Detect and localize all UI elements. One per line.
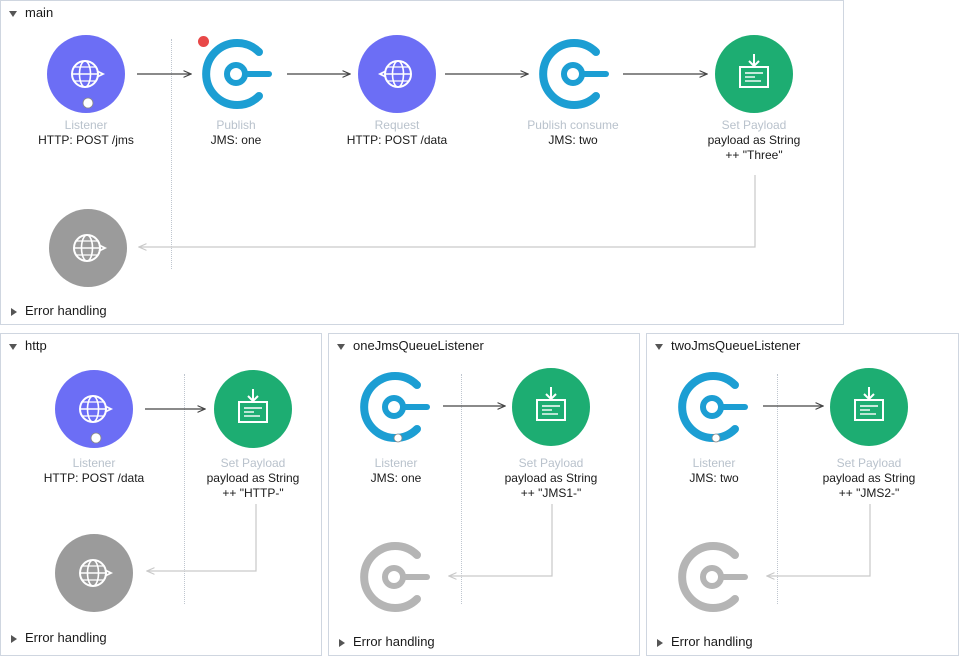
flow-main-header[interactable]: main [9, 5, 53, 20]
jms-icon [678, 542, 748, 612]
scope-divider [777, 374, 778, 604]
jms-icon [360, 372, 430, 443]
jms-icon [539, 39, 609, 109]
jms-icon [202, 39, 272, 109]
expand-icon [339, 638, 345, 647]
flow-title: http [25, 338, 47, 353]
set-payload-node[interactable] [830, 368, 908, 446]
flow-one-header[interactable]: oneJmsQueueListener [337, 338, 484, 353]
jms-publish-consume-node[interactable] [536, 35, 614, 113]
scope-divider [461, 374, 462, 604]
globe-icon [79, 559, 114, 587]
expand-icon [11, 307, 17, 316]
payload-icon [854, 387, 884, 421]
jms-publish-node[interactable] [199, 35, 277, 113]
breakpoint-indicator[interactable] [198, 36, 209, 47]
jms-error-node[interactable] [675, 538, 753, 616]
jms-error-node[interactable] [357, 538, 435, 616]
flow-title: twoJmsQueueListener [671, 338, 801, 353]
collapse-icon [9, 10, 17, 17]
http-listener-node[interactable] [55, 370, 133, 448]
globe-icon [377, 60, 412, 88]
jms-icon [360, 542, 430, 612]
error-handling-label: Error handling [25, 303, 107, 318]
error-handling-toggle[interactable]: Error handling [11, 303, 107, 318]
expand-icon [657, 638, 663, 647]
jms-listener-node[interactable] [675, 368, 753, 446]
http-listener-node[interactable] [47, 35, 125, 113]
globe-icon [73, 234, 108, 262]
scope-divider [171, 39, 172, 269]
payload-icon [739, 54, 769, 88]
http-request-node[interactable] [358, 35, 436, 113]
error-handling-toggle[interactable]: Error handling [339, 634, 435, 649]
jms-icon [678, 372, 748, 443]
set-payload-node[interactable] [715, 35, 793, 113]
collapse-icon [337, 343, 345, 350]
flow-two-header[interactable]: twoJmsQueueListener [655, 338, 800, 353]
expand-icon [11, 634, 17, 643]
collapse-icon [9, 343, 17, 350]
payload-icon [536, 387, 566, 421]
flow-http-header[interactable]: http [9, 338, 47, 353]
globe-icon [71, 60, 106, 109]
collapse-icon [655, 343, 663, 350]
error-handling-toggle[interactable]: Error handling [657, 634, 753, 649]
http-response-node[interactable] [55, 534, 133, 612]
globe-icon [79, 395, 114, 444]
payload-icon [238, 389, 268, 423]
flow-title: oneJmsQueueListener [353, 338, 484, 353]
error-handling-label: Error handling [671, 634, 753, 649]
http-response-node[interactable] [49, 209, 127, 287]
set-payload-node[interactable] [512, 368, 590, 446]
jms-listener-node[interactable] [357, 368, 435, 446]
scope-divider [184, 374, 185, 604]
error-handling-label: Error handling [25, 630, 107, 645]
flow-title: main [25, 5, 54, 20]
error-handling-label: Error handling [353, 634, 435, 649]
error-handling-toggle[interactable]: Error handling [11, 630, 107, 645]
set-payload-node[interactable] [214, 370, 292, 448]
